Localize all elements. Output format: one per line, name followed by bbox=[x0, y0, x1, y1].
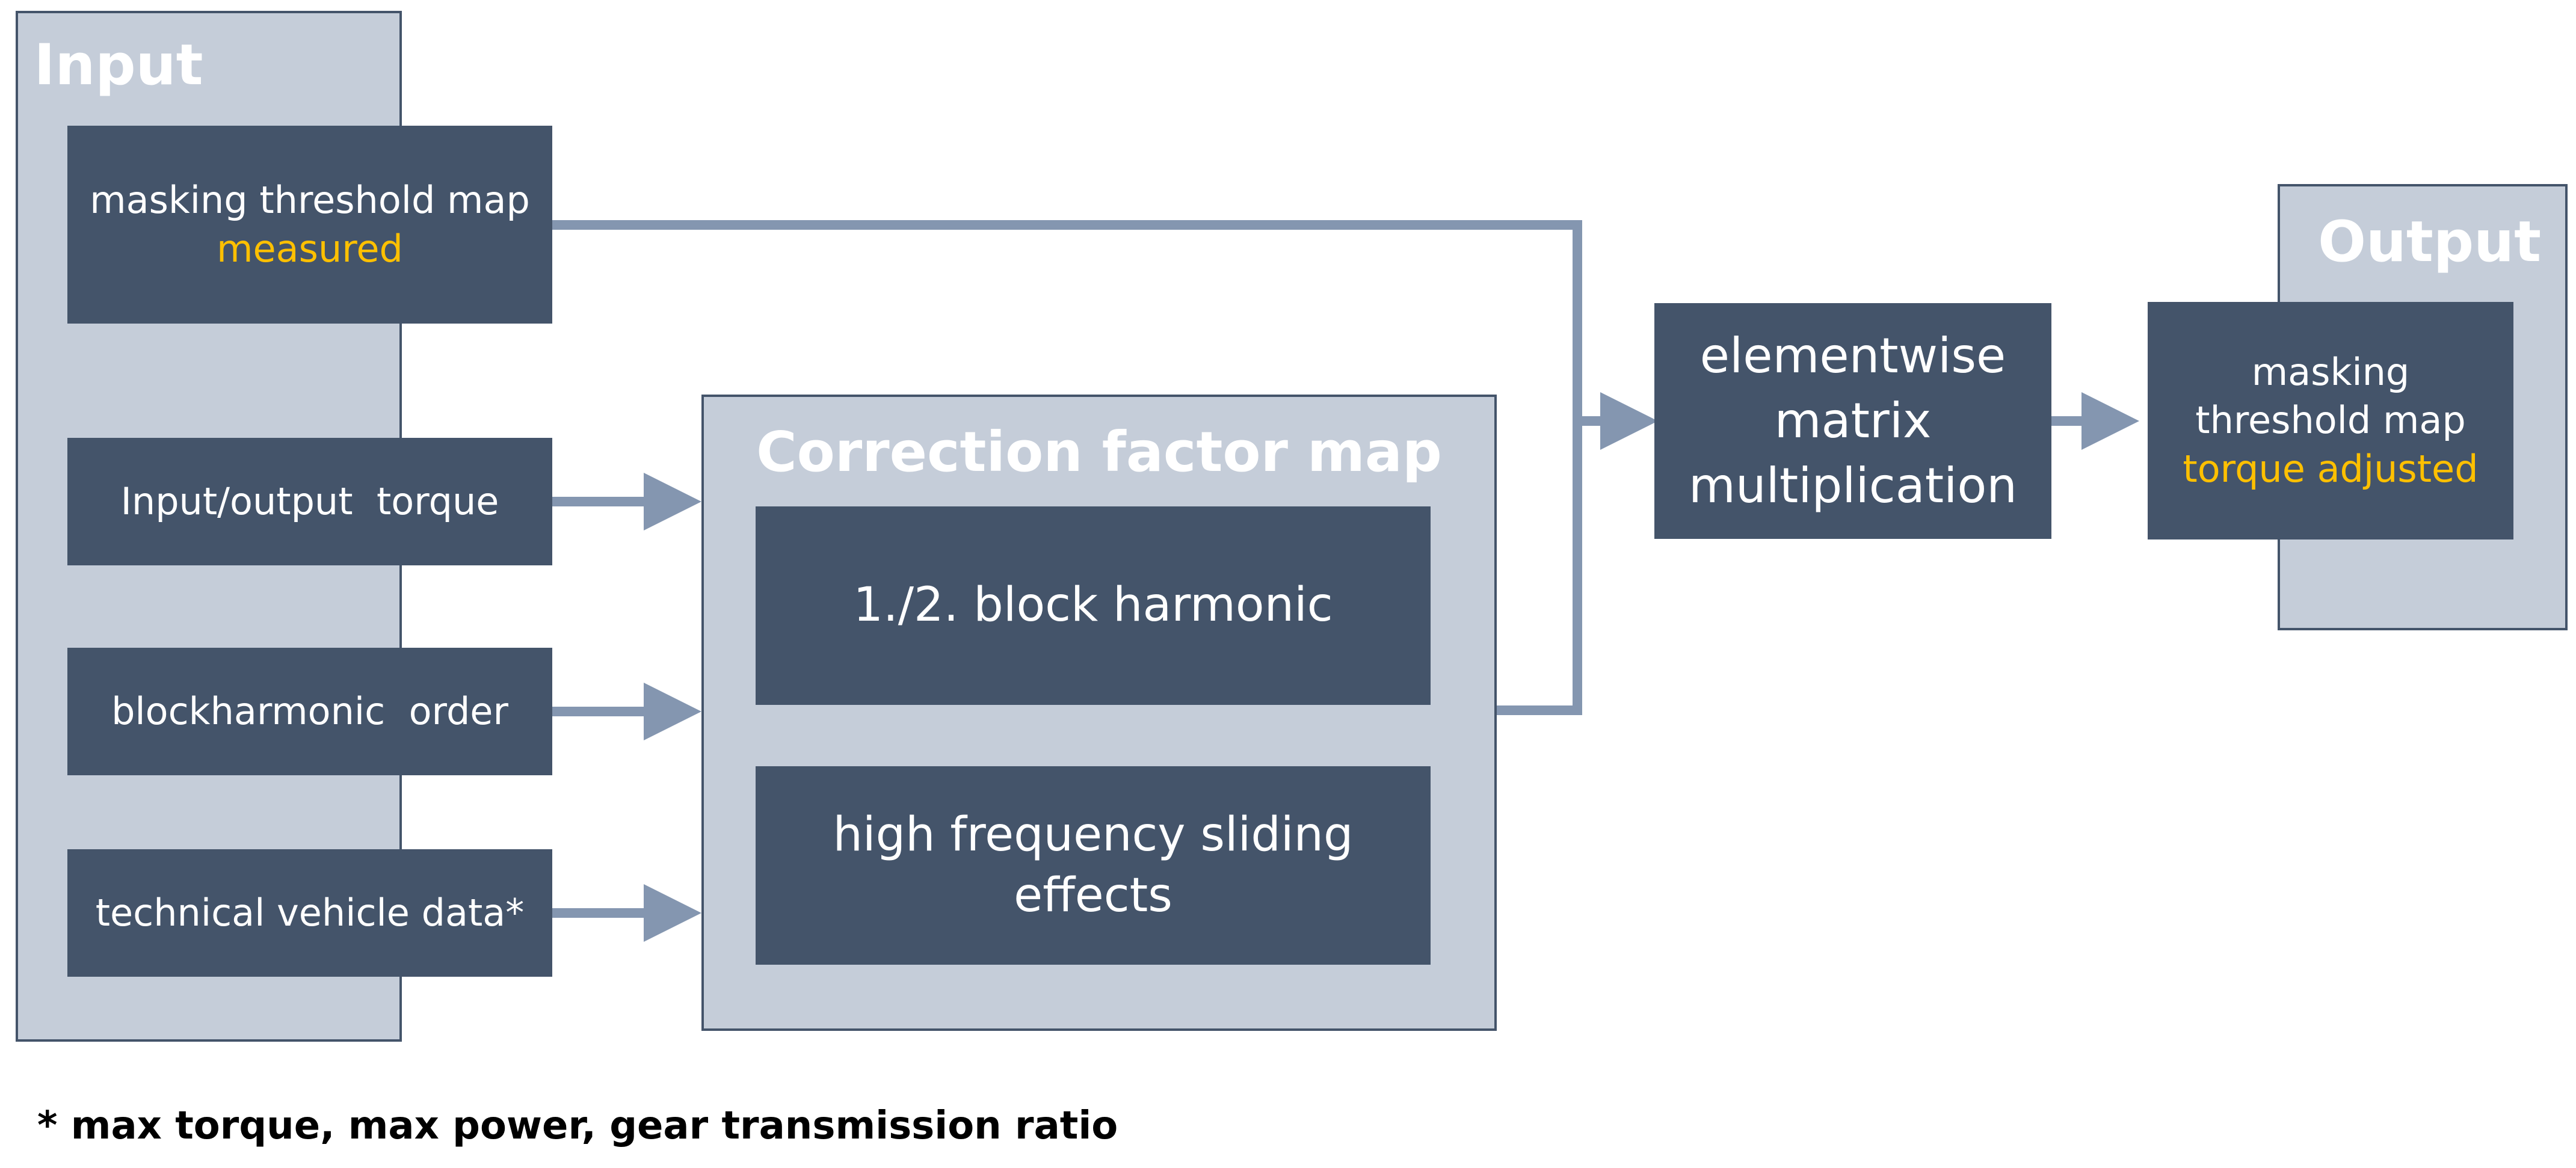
technical-vehicle-data-label: technical vehicle data* bbox=[95, 890, 525, 935]
block-harmonic-label: 1./2. block harmonic bbox=[853, 578, 1333, 633]
blockharmonic-order-label: blockharmonic order bbox=[111, 689, 508, 733]
input-masking-threshold-map-label: masking threshold map bbox=[90, 177, 530, 222]
high-frequency-sliding-effects-label: high frequency sliding effects bbox=[833, 807, 1354, 923]
connector-correction-to-multiplication bbox=[1496, 421, 1582, 715]
torque-adjusted-label: torque adjusted bbox=[2183, 446, 2479, 491]
elementwise-label: elementwise bbox=[1699, 328, 2006, 384]
elementwise-multiplication-box: elementwise matrix multiplication bbox=[1654, 303, 2051, 539]
output-panel-title: Output bbox=[2318, 209, 2541, 275]
input-masking-threshold-map-measured: masking threshold map measured bbox=[67, 126, 552, 324]
connector-measured-to-multiplication bbox=[551, 220, 1658, 450]
multiplication-label: multiplication bbox=[1689, 458, 2017, 514]
technical-vehicle-data-box: technical vehicle data* bbox=[67, 849, 552, 977]
high-frequency-sliding-effects-box: high frequency sliding effects bbox=[756, 766, 1431, 965]
output-masking-threshold-map-torque-adjusted: masking threshold map torque adjusted bbox=[2148, 302, 2513, 539]
correction-factor-map-panel: Correction factor map 1./2. block harmon… bbox=[701, 395, 1497, 1031]
correction-factor-map-title: Correction factor map bbox=[756, 420, 1442, 484]
measured-label: measured bbox=[217, 226, 403, 271]
input-torque-label: Input/output torque bbox=[120, 479, 499, 523]
output-threshold-map-label: threshold map bbox=[2195, 398, 2466, 443]
matrix-label: matrix bbox=[1774, 393, 1932, 449]
footnote: * max torque, max power, gear transmissi… bbox=[37, 1104, 1118, 1148]
blockharmonic-order-box: blockharmonic order bbox=[67, 648, 552, 775]
output-masking-label: masking bbox=[2251, 349, 2410, 394]
input-torque-box: Input/output torque bbox=[67, 438, 552, 565]
block-harmonic-box: 1./2. block harmonic bbox=[756, 506, 1431, 705]
input-panel-title: Input bbox=[34, 32, 203, 98]
